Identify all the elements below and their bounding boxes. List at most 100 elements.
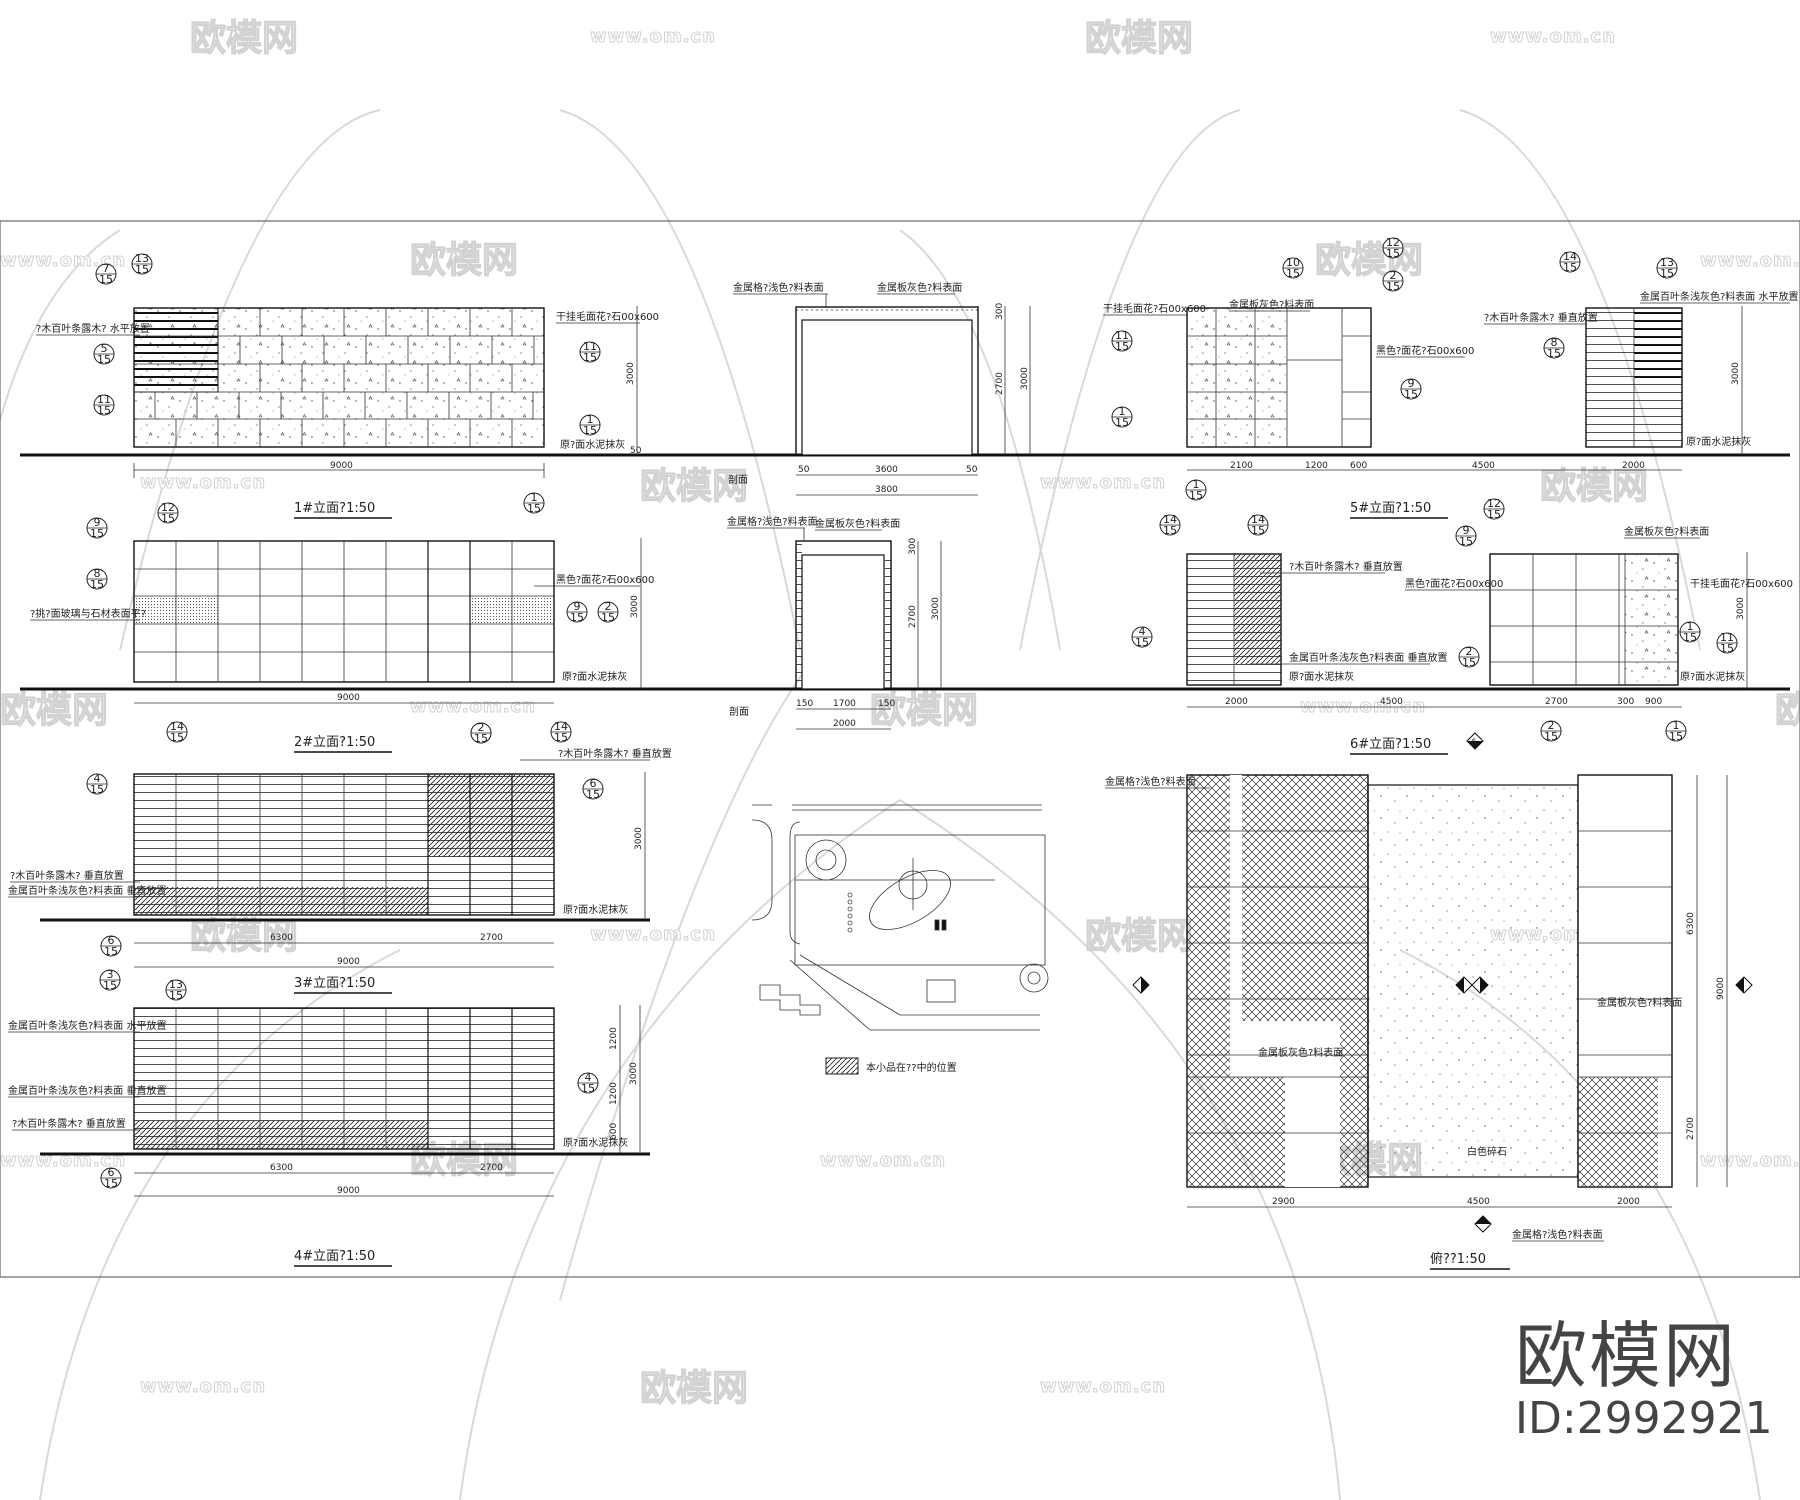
- plan-note-0: 金属格?浅色?料表面: [1105, 775, 1196, 788]
- svg-text:1: 1: [1687, 620, 1694, 633]
- elev5-dim-a: 2100: [1230, 461, 1253, 471]
- section1-dim-total: 3800: [875, 485, 898, 495]
- section2-dim-total-h: 3000: [931, 597, 941, 620]
- svg-text:15: 15: [104, 945, 118, 958]
- section2-dim-d1: 150: [796, 699, 813, 709]
- watermark-badge-id: ID:2992921: [1515, 1393, 1773, 1444]
- svg-text:15: 15: [170, 731, 184, 744]
- svg-text:3: 3: [107, 968, 114, 981]
- svg-text:15: 15: [169, 989, 183, 1002]
- svg-text:15: 15: [90, 578, 104, 591]
- watermark-brand: 欧模网: [1540, 466, 1648, 507]
- section2-dim-d3: 150: [878, 699, 895, 709]
- section2-dim-mid: 2700: [908, 605, 918, 628]
- elev1-title: 1#立面?1:50: [294, 501, 375, 516]
- elev4-dim-height: 3000: [629, 1062, 639, 1085]
- section2-dim-d2: 1700: [833, 699, 856, 709]
- callout-bubble: 415: [1131, 625, 1153, 649]
- callout-bubble: 415: [577, 1071, 599, 1095]
- elev4-dim-h1: 1200: [609, 1027, 619, 1050]
- callout-bubble: 415: [86, 772, 108, 796]
- watermark-url: www.om.cn: [1700, 250, 1800, 271]
- elev6-note-6: 原?面水泥抹灰: [1680, 670, 1745, 683]
- watermark-url: www.om.cn: [410, 696, 536, 717]
- svg-text:15: 15: [1462, 656, 1476, 669]
- plan-dim-gap: 4500: [1467, 1197, 1490, 1207]
- elev5-note-2: 黑色?面花?石00x600: [1376, 344, 1474, 357]
- elev5-note-0: 金属板灰色?料表面: [1229, 298, 1314, 311]
- svg-text:15: 15: [474, 732, 488, 745]
- callout-bubble: 115: [523, 491, 545, 515]
- svg-text:15: 15: [581, 1082, 595, 1095]
- elevation-1: 9000 3000 50 ?木百叶条露木? 水平放置 干挂毛面花?石00x600…: [20, 252, 1790, 519]
- watermark-url: www.om.cn: [1040, 472, 1166, 493]
- svg-text:15: 15: [583, 351, 597, 364]
- svg-text:8: 8: [94, 567, 101, 580]
- elev6-note-1: 金属百叶条浅灰色?料表面 垂直放置: [1289, 651, 1448, 664]
- callout-bubble: 115: [1185, 478, 1207, 502]
- callout-bubble: 215: [1458, 645, 1480, 669]
- watermark-url: www.om.cn: [1300, 696, 1426, 717]
- svg-text:2: 2: [1466, 645, 1473, 658]
- svg-text:8: 8: [1551, 336, 1558, 349]
- callout-bubble: 215: [1540, 719, 1562, 743]
- svg-text:15: 15: [103, 979, 117, 992]
- elev4-note-1: 金属百叶条浅灰色?料表面 垂直放置: [8, 1084, 167, 1097]
- section1-note-0: 金属格?浅色?料表面: [733, 281, 824, 294]
- svg-text:14: 14: [554, 720, 568, 733]
- svg-text:15: 15: [1459, 535, 1473, 548]
- watermark-url: www.om.cn: [1700, 1150, 1800, 1171]
- elev4-dim-h2: 1200: [609, 1082, 619, 1105]
- elev6-dim-gap: 4500: [1380, 697, 1403, 707]
- svg-text:4: 4: [585, 1071, 592, 1084]
- svg-text:15: 15: [1669, 730, 1683, 743]
- elev6-dim-a: 2000: [1225, 697, 1248, 707]
- svg-text:9: 9: [574, 600, 581, 613]
- elev1-note-0: ?木百叶条露木? 水平放置: [36, 322, 150, 335]
- section2-dim-top: 300: [908, 538, 918, 555]
- watermark-brand: 欧模网: [870, 690, 978, 731]
- watermark-url: www.om.cn: [590, 924, 716, 945]
- watermark-url: www.om.cn: [590, 26, 716, 47]
- callout-bubble: 215: [597, 600, 619, 624]
- watermark-url: www.om.cn: [140, 472, 266, 493]
- svg-text:15: 15: [161, 512, 175, 525]
- callout-bubble: 315: [99, 968, 121, 992]
- elev4-dim-a: 6300: [270, 1163, 293, 1173]
- watermark-brand: 欧模网: [0, 690, 108, 731]
- elev5-dim-c: 600: [1350, 461, 1367, 471]
- plan-markers: [1132, 976, 1753, 1233]
- watermark-brand: 欧模网: [640, 1368, 748, 1409]
- section2-note-0: 金属格?浅色?料表面: [727, 515, 818, 528]
- elev5-dim-height: 3000: [1731, 362, 1741, 385]
- svg-text:15: 15: [1404, 388, 1418, 401]
- callout-bubble: 815: [1543, 336, 1565, 360]
- section-marker-1: [1132, 976, 1150, 994]
- elev2-note-2: 原?面水泥抹灰: [562, 670, 627, 683]
- section-1: 金属格?浅色?料表面 金属板灰色?料表面 300 2700 3000 50 36…: [728, 281, 1031, 496]
- svg-text:15: 15: [1660, 267, 1674, 280]
- svg-text:12: 12: [161, 501, 175, 514]
- svg-text:15: 15: [135, 263, 149, 276]
- svg-text:15: 15: [1386, 247, 1400, 260]
- callout-bubble: 115: [1665, 719, 1687, 743]
- svg-text:14: 14: [1251, 513, 1265, 526]
- svg-text:15: 15: [90, 527, 104, 540]
- svg-text:15: 15: [1163, 524, 1177, 537]
- watermark-layer: 欧模网 欧模网 www.om.cn www.om.cn 欧模网 欧模网 www.…: [0, 17, 1800, 1500]
- svg-text:15: 15: [97, 353, 111, 366]
- elev2-dim-height: 3000: [630, 595, 640, 618]
- callout-bubble: 615: [100, 934, 122, 958]
- section1-dim-d3: 50: [966, 465, 978, 475]
- svg-text:15: 15: [104, 1177, 118, 1190]
- watermark-url: www.om.cn: [0, 250, 126, 271]
- elev1-dim-base: 50: [630, 446, 642, 456]
- svg-text:2: 2: [478, 721, 485, 734]
- elev2-dim-width: 9000: [337, 693, 360, 703]
